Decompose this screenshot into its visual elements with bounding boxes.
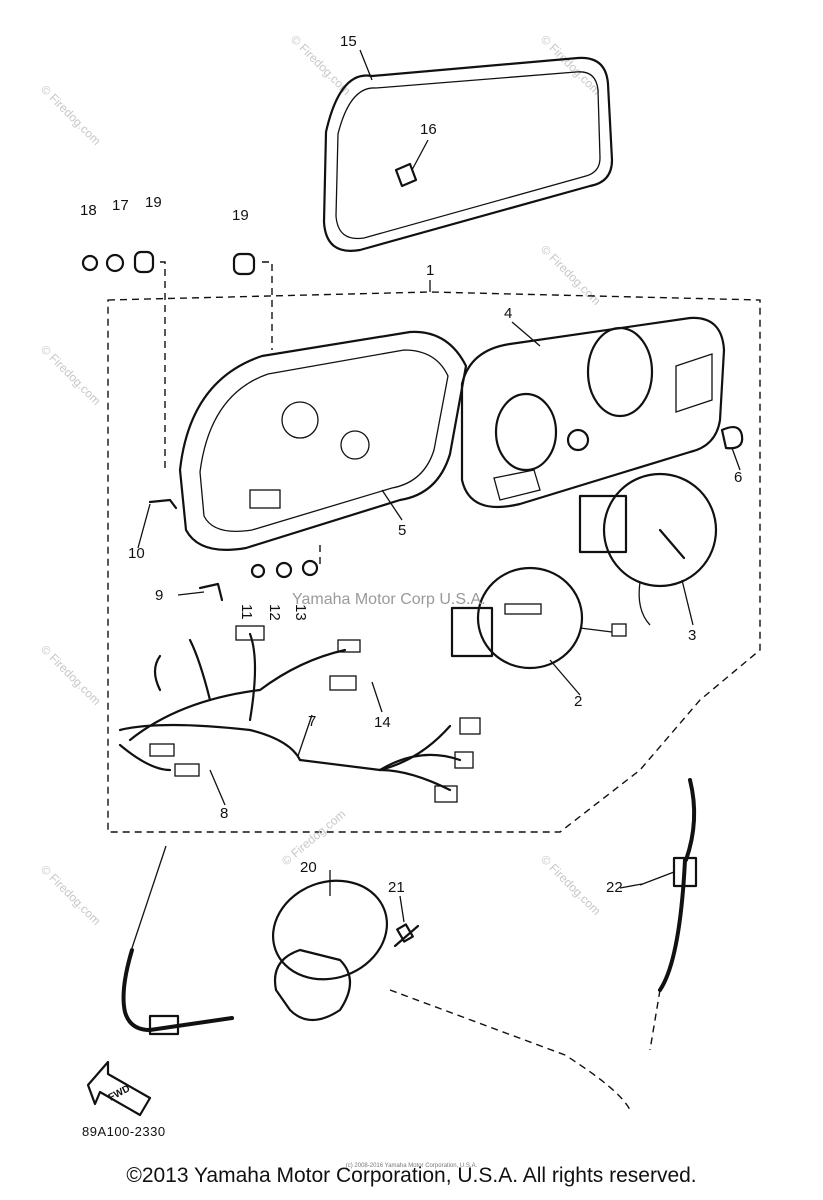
watermark-yamaha: Yamaha Motor Corp U.S.A.	[292, 591, 486, 608]
part-4-panel	[460, 316, 726, 509]
fasteners-bottom	[148, 498, 321, 602]
part-7-harness	[118, 625, 481, 803]
callout-16: 16	[420, 121, 437, 138]
fasteners-top	[81, 250, 273, 470]
part-15-cover	[322, 56, 614, 252]
cable-left	[121, 845, 234, 1036]
svg-text:© Firedog.com: © Firedog.com	[538, 32, 604, 98]
callout-17: 17	[112, 197, 129, 214]
svg-text:© Firedog.com: © Firedog.com	[538, 242, 604, 308]
callout-5: 5	[398, 522, 406, 539]
callout-19a: 19	[145, 194, 162, 211]
assembly-box	[107, 291, 761, 833]
callout-7: 7	[308, 713, 316, 730]
svg-text:© Firedog.com: © Firedog.com	[38, 82, 104, 148]
callout-6: 6	[734, 469, 742, 486]
callout-19b: 19	[232, 207, 249, 224]
leader-lines	[137, 49, 741, 889]
part-22-pin	[393, 895, 420, 948]
callout-14: 14	[374, 714, 391, 731]
copyright-notice: ©2013 Yamaha Motor Corporation, U.S.A. A…	[126, 1164, 697, 1187]
callout-21: 20	[300, 859, 317, 876]
part-5-housing	[178, 330, 468, 551]
watermark-grid: © Firedog.com © Firedog.com © Firedog.co…	[38, 32, 604, 928]
callout-12: 12	[266, 604, 283, 621]
callout-13: 13	[292, 604, 309, 621]
callout-10: 10	[128, 545, 145, 562]
part-16-pad	[394, 162, 418, 188]
callout-15: 15	[340, 33, 357, 50]
svg-text:© Firedog.com: © Firedog.com	[38, 862, 104, 928]
callout-9: 9	[155, 587, 163, 604]
fwd-arrow	[86, 1060, 152, 1117]
part-21-drive	[271, 870, 389, 1022]
callout-3: 3	[688, 627, 696, 644]
callout-4: 4	[504, 305, 512, 322]
callout-18: 18	[80, 202, 97, 219]
part-20-cable	[389, 778, 698, 1111]
callout-20: 22	[606, 879, 623, 896]
part-3-gauge	[578, 472, 718, 626]
callout-2: 2	[574, 693, 582, 710]
callout-labels: 15 16 18 17 19 19 1 4 6 5 10 9 11 12 13 …	[80, 33, 742, 896]
svg-text:© Firedog.com: © Firedog.com	[38, 342, 104, 408]
callout-8: 8	[220, 805, 228, 822]
callout-11: 11	[238, 604, 255, 620]
part-number: 89A100-2330	[82, 1124, 166, 1139]
part-2-gauge	[450, 566, 627, 670]
callout-22: 21	[388, 879, 405, 896]
svg-text:© Firedog.com: © Firedog.com	[38, 642, 104, 708]
callout-1: 1	[426, 262, 434, 279]
fine-print: (c) 2008-2016 Yamaha Motor Corporation, …	[345, 1163, 478, 1169]
svg-text:© Firedog.com: © Firedog.com	[538, 852, 604, 918]
